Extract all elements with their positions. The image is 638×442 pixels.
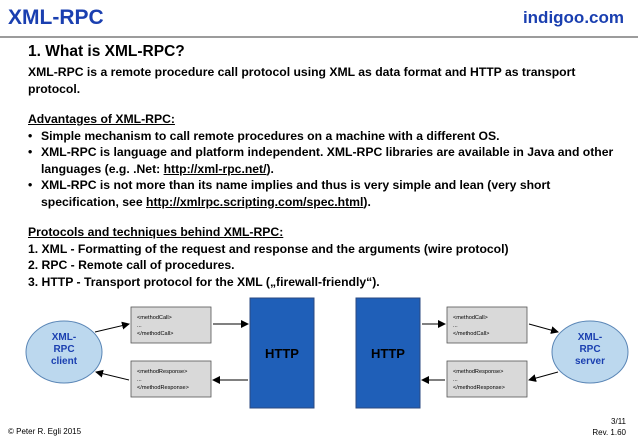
protocol-line-2: 2. RPC - Remote call of procedures. bbox=[28, 258, 235, 272]
right-call-message bbox=[446, 306, 528, 344]
slide-content: 1. What is XML-RPC? XML-RPC is a remote … bbox=[28, 42, 622, 290]
client-label-1: XML- bbox=[52, 332, 76, 343]
client-label-2: RPC bbox=[53, 344, 74, 355]
server-node bbox=[551, 320, 629, 384]
arrow-client-to-call bbox=[94, 321, 130, 333]
left-call-message bbox=[130, 306, 212, 344]
http-left-label: HTTP bbox=[265, 346, 299, 361]
xml-rpc-net-link[interactable]: http://xml-rpc.net/ bbox=[163, 161, 267, 176]
right-call-open: <methodCall> bbox=[453, 315, 488, 321]
left-response-ellipsis: ... bbox=[137, 377, 142, 383]
spec-link[interactable]: http://xmlrpc.scripting.com/spec.html bbox=[146, 194, 364, 209]
page-number: 3/11 bbox=[611, 417, 626, 426]
left-response-close: </methodResponse> bbox=[137, 385, 189, 391]
client-label-3: client bbox=[51, 356, 78, 367]
server-label-2: RPC bbox=[579, 344, 600, 355]
protocol-line-3: 3. HTTP - Transport protocol for the XML… bbox=[28, 274, 380, 289]
advantage-item-1: Simple mechanism to call remote procedur… bbox=[28, 128, 622, 145]
arrow-call-to-server bbox=[528, 323, 559, 334]
arrow-response-to-client bbox=[95, 369, 130, 381]
intro-paragraph: XML-RPC is a remote procedure call proto… bbox=[28, 65, 576, 96]
server-label-1: XML- bbox=[578, 332, 602, 343]
left-response-message bbox=[130, 360, 212, 398]
left-call-close: </methodCall> bbox=[137, 331, 173, 337]
protocol-line-1: 1. XML - Formatting of the request and r… bbox=[28, 241, 509, 256]
http-left-box bbox=[249, 297, 315, 409]
left-call-ellipsis: ... bbox=[137, 323, 142, 329]
right-response-message bbox=[446, 360, 528, 398]
page-title: XML-RPC bbox=[8, 6, 104, 29]
footer-page-info: 3/11 Rev. 1.60 bbox=[592, 416, 626, 438]
header-divider bbox=[0, 36, 638, 38]
advantages-title: Advantages of XML-RPC: bbox=[28, 112, 175, 126]
advantage-item-2: XML-RPC is language and platform indepen… bbox=[28, 144, 622, 177]
right-response-open: <methodResponse> bbox=[453, 369, 503, 375]
client-node bbox=[25, 320, 103, 384]
right-response-close: </methodResponse> bbox=[453, 385, 505, 391]
footer-copyright: © Peter R. Egli 2015 bbox=[8, 427, 82, 436]
section-heading: 1. What is XML-RPC? bbox=[28, 43, 185, 60]
right-call-ellipsis: ... bbox=[453, 323, 458, 329]
right-call-close: </methodCall> bbox=[453, 331, 489, 337]
server-label-3: server bbox=[575, 356, 605, 367]
http-right-box bbox=[355, 297, 421, 409]
protocols-title: Protocols and techniques behind XML-RPC: bbox=[28, 225, 284, 239]
revision: Rev. 1.60 bbox=[592, 428, 626, 437]
left-call-open: <methodCall> bbox=[137, 315, 172, 321]
advantage-item-3: XML-RPC is not more than its name implie… bbox=[28, 177, 622, 210]
http-right-label: HTTP bbox=[371, 346, 405, 361]
brand-logo-text: indigoo.com bbox=[522, 8, 624, 27]
right-response-ellipsis: ... bbox=[453, 377, 458, 383]
arrow-server-to-response bbox=[528, 371, 559, 382]
xml-rpc-diagram: XML- RPC client XML- RPC server HTTP HTT… bbox=[25, 297, 629, 409]
left-response-open: <methodResponse> bbox=[137, 369, 187, 375]
